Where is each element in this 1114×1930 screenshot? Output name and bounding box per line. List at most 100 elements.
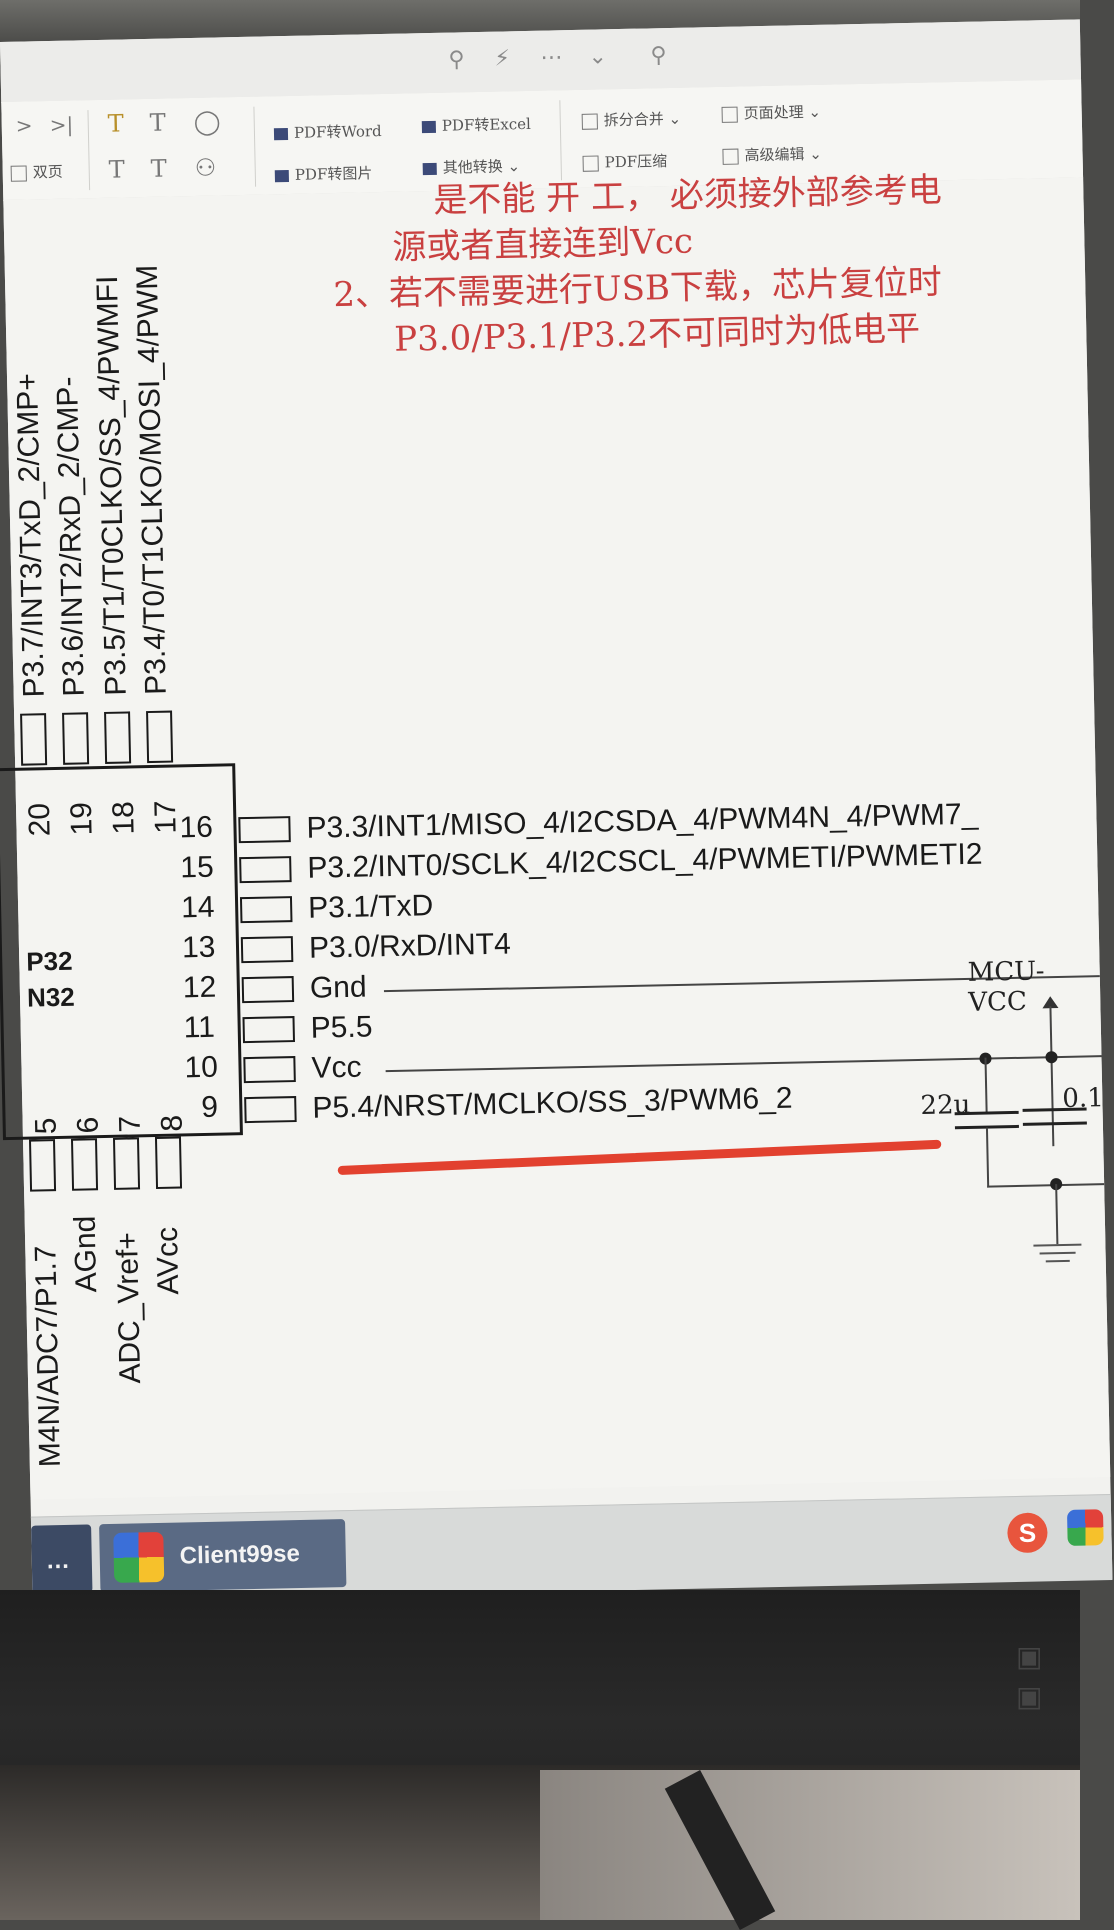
text-edit-icon[interactable]: T xyxy=(150,154,167,183)
pin-label-13: P3.0/RxD/INT4 xyxy=(308,927,512,965)
red-highlight-underline xyxy=(337,1139,942,1176)
pdf-to-word-button[interactable]: PDF转Word xyxy=(273,120,382,143)
last-page-icon[interactable]: >| xyxy=(49,112,74,137)
pin-number-15: 15 xyxy=(179,850,215,885)
pdf-to-image-button[interactable]: PDF转图片 xyxy=(274,162,373,185)
taskbar-item-client99se[interactable]: Client99se xyxy=(99,1519,347,1593)
double-page-button[interactable]: 双页 xyxy=(10,161,63,183)
note-line-3: P3.0/P3.1/P3.2不可同时为低电平 xyxy=(393,308,921,360)
pin-number-10: 10 xyxy=(184,1050,219,1085)
stamp-icon[interactable]: ⚇ xyxy=(194,153,217,182)
toolbar-divider xyxy=(253,106,257,187)
pin-7 xyxy=(112,1137,141,1190)
pin-20 xyxy=(20,713,48,766)
cap1-value: 22u xyxy=(920,1089,971,1121)
sogou-ime-icon[interactable]: S xyxy=(1007,1512,1048,1554)
pdf-to-excel-button[interactable]: PDF转Excel xyxy=(421,113,531,136)
background-wall xyxy=(540,1770,1080,1920)
document-page: 是不能 开 工， 必须接外部参考电 源或者直接连到Vcc 2、若不需要进行USB… xyxy=(0,170,1111,1500)
mcu-vcc-label: MCU-VCC xyxy=(967,956,1045,1018)
pin-8 xyxy=(154,1136,183,1189)
pin-6 xyxy=(70,1138,99,1191)
pin-label-10: Vcc xyxy=(311,1050,362,1085)
pin-label-14: P3.1/TxD xyxy=(307,889,434,925)
vcc-wire xyxy=(385,1055,1102,1073)
pin-number-5: 5 xyxy=(29,1117,63,1135)
mcu-chip: 20 19 18 17 16 15 14 13 12 11 10 9 P32 N… xyxy=(0,763,243,1141)
pin-label-5: M4N/ADC7/P1.7 xyxy=(29,1245,67,1468)
cap1-wire xyxy=(984,1057,988,1114)
pin-number-20: 20 xyxy=(22,802,57,837)
cap1-plate xyxy=(954,1110,1019,1116)
text-highlight-icon[interactable]: T xyxy=(107,109,125,138)
pin-13 xyxy=(240,936,294,964)
cap1-gnd-wire xyxy=(985,1127,990,1188)
pin-10 xyxy=(243,1056,296,1084)
pin-label-15: P3.2/INT0/SCLK_4/I2CSCL_4/PWMETI/PWMETI2 xyxy=(307,837,983,885)
pin-label-16: P3.3/INT1/MISO_4/I2CSDA_4/PWM4N_4/PWM7_ xyxy=(306,797,979,845)
split-merge-button[interactable]: 拆分合并 ⌄ xyxy=(581,108,682,131)
pin-label-8: AVcc xyxy=(150,1226,186,1296)
ground-wire xyxy=(1055,1184,1059,1245)
pin-number-18: 18 xyxy=(106,800,141,835)
monitor-button-icon[interactable]: ▣ xyxy=(1016,1641,1043,1672)
toolbar-divider xyxy=(87,110,91,191)
pin-17 xyxy=(146,710,174,764)
more-icon[interactable]: ⋯ xyxy=(540,44,563,70)
pin-number-12: 12 xyxy=(182,970,217,1005)
chip-name-line-2: N32 xyxy=(26,981,76,1013)
pin-label-18: P3.5/T1/T0CLKO/SS_4/PWMFI xyxy=(90,275,133,697)
pin-number-16: 16 xyxy=(179,810,214,845)
tray-app-icon[interactable] xyxy=(1066,1509,1104,1546)
pin-label-11: P5.5 xyxy=(310,1010,373,1045)
double-page-icon xyxy=(10,165,27,182)
pin-15 xyxy=(239,856,292,884)
pin-5 xyxy=(28,1139,57,1192)
search-small-icon[interactable]: ⚲ xyxy=(650,42,667,68)
pdf-excel-icon xyxy=(421,120,436,134)
pin-label-7: ADC_Vref+ xyxy=(110,1231,148,1384)
cap-gnd-wire xyxy=(987,1183,1105,1188)
monitor-button-icon[interactable]: ▣ xyxy=(1016,1681,1043,1712)
pin-label-17: P3.4/T0/T1CLKO/MOSI_4/PWM xyxy=(130,264,173,696)
pin-number-6: 6 xyxy=(71,1116,105,1134)
lightning-icon[interactable]: ⚡ xyxy=(494,45,511,71)
pin-label-20: P3.7/INT3/TxD_2/CMP+ xyxy=(10,372,51,698)
taskbar-item-1-label: … xyxy=(45,1546,71,1575)
pin-label-6: AGnd xyxy=(68,1215,104,1293)
client99se-app-icon xyxy=(113,1531,165,1583)
toolbar-divider xyxy=(559,100,563,181)
text-box-icon[interactable]: T xyxy=(108,155,126,184)
chevron-down-icon[interactable]: ⌄ xyxy=(588,43,608,69)
page-process-icon xyxy=(721,106,738,123)
cap2-plate xyxy=(1022,1121,1087,1126)
chevron-right-icon[interactable]: > xyxy=(15,113,33,138)
pin-number-9: 9 xyxy=(201,1090,219,1125)
taskbar: … Client99se S xyxy=(30,1494,1113,1603)
split-merge-icon xyxy=(581,113,598,130)
pin-14 xyxy=(239,896,293,924)
pin-label-9: P5.4/NRST/MCLKO/SS_3/PWM6_2 xyxy=(312,1081,793,1125)
search-icon[interactable]: ⚲ xyxy=(448,46,465,72)
junction-dot xyxy=(1045,1051,1058,1064)
pin-number-8: 8 xyxy=(155,1114,189,1132)
pin-18 xyxy=(104,711,132,764)
pin-number-14: 14 xyxy=(180,890,215,925)
pin-label-12: Gnd xyxy=(309,970,367,1005)
advanced-edit-icon xyxy=(722,148,739,165)
shape-icon[interactable]: ◯ xyxy=(193,107,221,136)
pin-number-11: 11 xyxy=(183,1010,216,1045)
screen: ⚲ ⚡ ⋯ ⌄ ⚲ > >| 双页 T T ◯ T T ⚇ PDF转Word P… xyxy=(0,19,1113,1603)
text-strike-icon[interactable]: T xyxy=(149,108,167,137)
taskbar-item-1[interactable]: … xyxy=(31,1524,93,1594)
taskbar-item-client99se-label: Client99se xyxy=(179,1540,301,1570)
pin-16 xyxy=(238,816,291,844)
chip-name-line-1: P32 xyxy=(25,945,73,977)
pdf-word-icon xyxy=(273,127,289,141)
pin-12 xyxy=(241,976,295,1004)
pin-number-19: 19 xyxy=(64,801,99,836)
page-process-button[interactable]: 页面处理 ⌄ xyxy=(721,101,821,124)
advanced-edit-button[interactable]: 高级编辑 ⌄ xyxy=(722,143,822,166)
pin-9 xyxy=(244,1096,297,1124)
pin-label-19: P3.6/INT2/RxD_2/CMP- xyxy=(51,376,91,697)
